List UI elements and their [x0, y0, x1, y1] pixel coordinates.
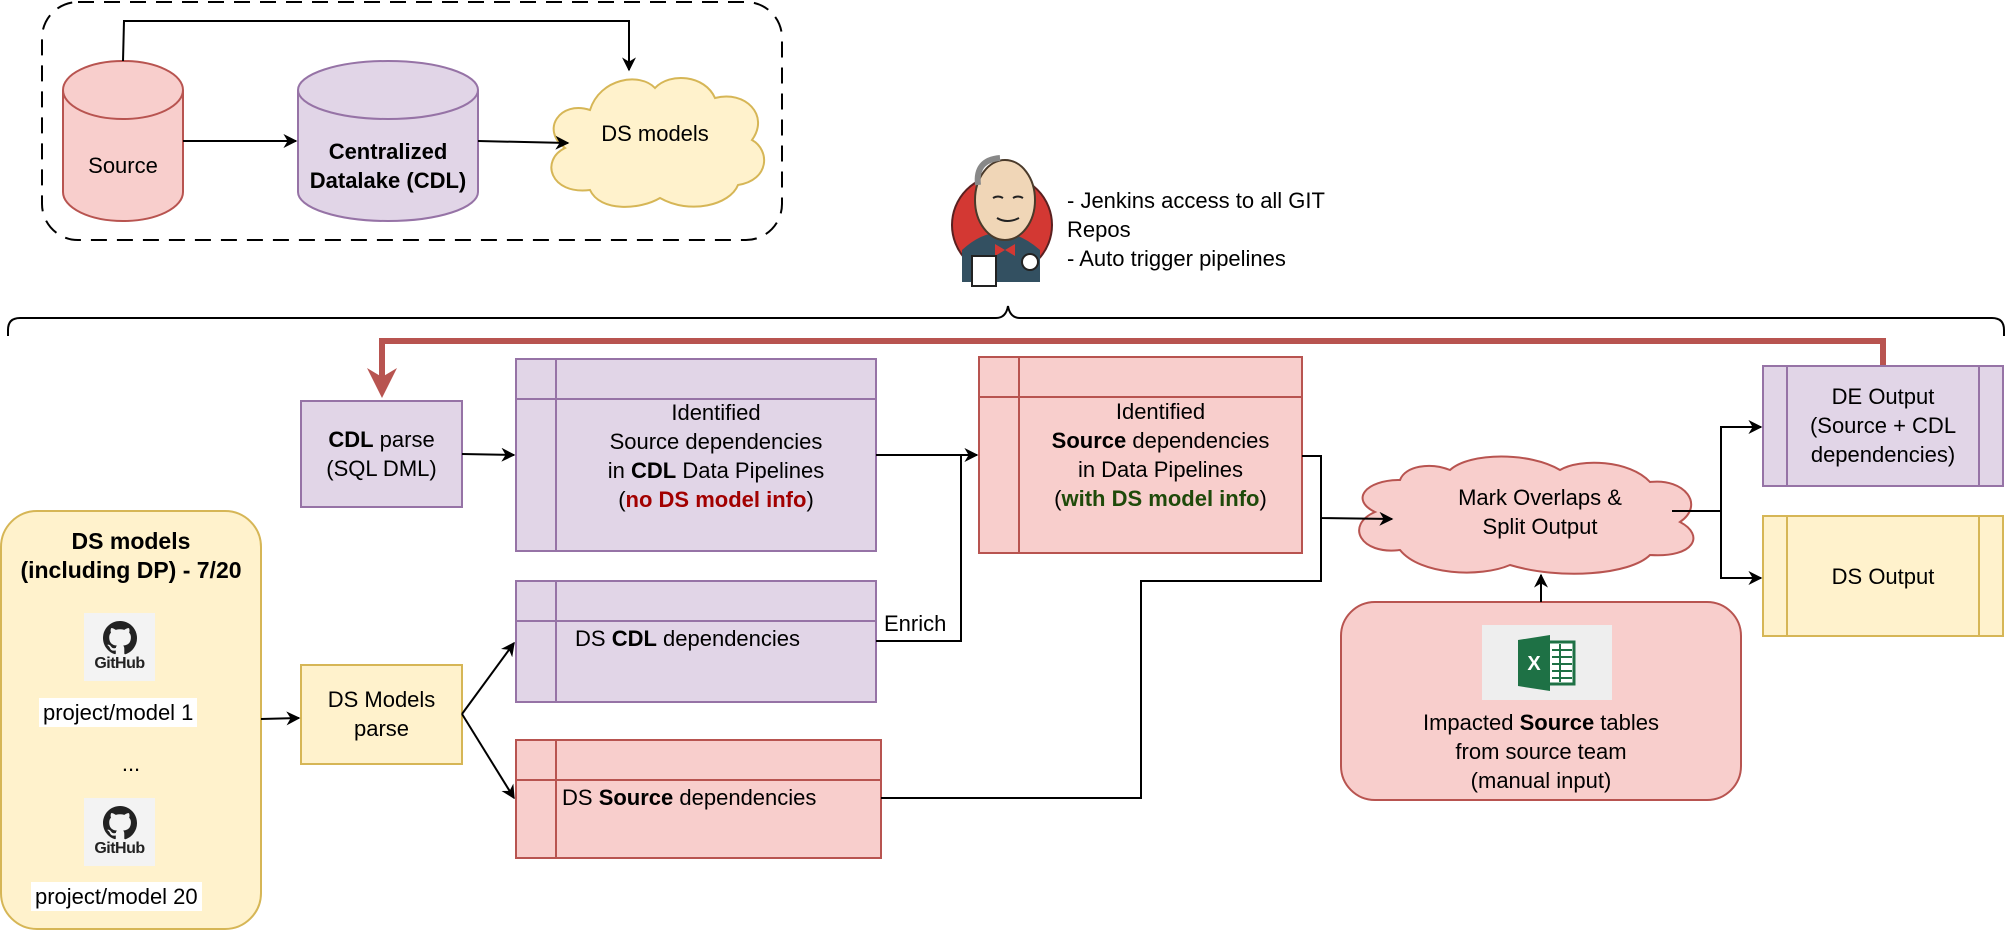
identified-source-paren-open: (: [1054, 486, 1062, 511]
cdl-label: Centralized Datalake (CDL): [309, 139, 467, 193]
edge-cloud-to-ds-output: [1720, 511, 1763, 585]
ds-models-parse-node[interactable]: [300, 664, 463, 765]
ds-source-deps-label: DS Source dependencies: [562, 784, 816, 812]
edge-enrich: [876, 455, 962, 642]
cdl-parse-rest: parse: [373, 427, 435, 452]
top-panel-frame: [41, 1, 783, 241]
repo-ellipsis: ...: [121, 750, 141, 776]
identified-cdl-line1: Identified: [671, 400, 761, 425]
ds-models-cloud[interactable]: [550, 76, 766, 208]
github-brand-text: GitHub: [94, 840, 145, 857]
edge-identified-source-to-cloud: [1302, 455, 1394, 526]
identified-cdl-paren-open: (: [618, 487, 626, 512]
identified-source-label: Identified Source dependencies in Data P…: [1019, 396, 1302, 514]
identified-source-deps-node[interactable]: [978, 356, 1303, 554]
edge-cdl-to-dsmodels: [477, 135, 570, 150]
cdl-cylinder[interactable]: [297, 60, 479, 222]
ds-source-deps-post: dependencies: [673, 785, 817, 810]
repo-label[interactable]: project/model 1: [39, 698, 198, 727]
edge-cloud-to-de-output: [1672, 420, 1763, 512]
de-output-label: DE Output (Source + CDL dependencies): [1809, 383, 1957, 467]
cdl-parse-label: CDL parse (SQL DML): [301, 420, 462, 488]
feedback-arrow-de-output-to-cdl-parse: [367, 338, 1886, 398]
ds-models-group-title: DS models (including DP) - 7/20: [20, 528, 242, 583]
identified-cdl-label: Identified Source dependencies in CDL Da…: [556, 397, 876, 515]
ds-cdl-deps-node[interactable]: [515, 580, 877, 703]
edge-parse-to-ds-source: [461, 713, 515, 800]
ds-cdl-deps-bold: CDL: [611, 626, 657, 651]
ds-models-parse-label: DS Models parse: [327, 687, 436, 741]
identified-cdl-line3-pre: in: [607, 458, 632, 483]
identified-cdl-deps-node[interactable]: [515, 358, 877, 552]
github-octocat-icon: [102, 621, 137, 655]
with-ds-model-info-highlight: with DS model info: [1061, 486, 1260, 511]
identified-source-line2-bold: Source: [1051, 428, 1127, 453]
repo-label[interactable]: project/model 20: [31, 882, 202, 911]
identified-cdl-line3-bold: CDL: [631, 458, 677, 483]
identified-source-line3: in Data Pipelines: [1077, 457, 1244, 482]
source-cylinder[interactable]: [62, 60, 184, 222]
edge-source-to-dsmodels: [122, 20, 636, 72]
de-output-node[interactable]: [1762, 365, 2004, 487]
impacted-source-label: Impacted Source tables from source team …: [1341, 706, 1741, 796]
impacted-line1-bold: Source: [1519, 709, 1595, 735]
no-ds-model-info-highlight: no DS model info: [625, 487, 807, 512]
cdl-parse-bold: CDL: [328, 427, 374, 452]
edge-cdl-parse-to-identified: [461, 447, 516, 462]
jenkins-scope-brace: [7, 305, 2005, 336]
excel-icon: X: [1482, 625, 1612, 700]
cdl-parse-node[interactable]: [300, 400, 463, 508]
jenkins-butler-icon: [951, 155, 1053, 287]
identified-source-paren-close: ): [1259, 486, 1267, 511]
ds-source-deps-node[interactable]: [515, 739, 882, 859]
jenkins-notes: - Jenkins access to all GIT Repos - Auto…: [1067, 188, 1325, 271]
identified-cdl-line3-post: Data Pipelines: [676, 458, 825, 483]
github-brand-text: GitHub: [94, 655, 145, 672]
impacted-line2: from source team: [1455, 738, 1627, 764]
github-icon: GitHub: [84, 798, 155, 866]
ds-output-label: DS Output: [1831, 563, 1935, 589]
identified-source-line2-post: dependencies: [1126, 428, 1270, 453]
ds-cdl-deps-post: dependencies: [656, 626, 801, 651]
identified-cdl-paren-close: ): [806, 487, 814, 512]
identified-source-line1: Identified: [1115, 399, 1206, 424]
source-label: Source: [88, 152, 158, 178]
svg-text:X: X: [1527, 653, 1541, 675]
ds-cdl-deps-label: DS CDL dependencies: [575, 625, 800, 653]
ds-output-node[interactable]: [1762, 515, 2004, 637]
impacted-line1-pre: Impacted: [1422, 709, 1520, 735]
ds-models-cloud-label: DS models: [601, 120, 709, 146]
impacted-line3: (manual input): [1470, 767, 1612, 793]
edge-ds-source-to-cloud: [881, 518, 1322, 799]
mark-overlaps-cloud[interactable]: [1358, 455, 1695, 575]
ds-cdl-deps-pre: DS: [575, 626, 612, 651]
mark-overlaps-label: Mark Overlaps & Split Output: [1458, 485, 1622, 539]
edge-parse-to-ds-cdl: [461, 641, 515, 715]
enrich-edge-label: Enrich: [884, 610, 947, 638]
github-octocat-icon: [102, 806, 137, 840]
ds-source-deps-pre: DS: [562, 785, 599, 810]
excel-logo-icon: X: [1518, 634, 1576, 691]
github-icon: GitHub: [84, 613, 155, 681]
identified-cdl-line2: Source dependencies: [609, 429, 823, 454]
cdl-parse-line2: (SQL DML): [326, 456, 437, 481]
ds-source-deps-bold: Source: [598, 785, 674, 810]
edge-dsgroup-to-parse: [260, 711, 301, 726]
impacted-line1-post: tables: [1594, 709, 1660, 735]
